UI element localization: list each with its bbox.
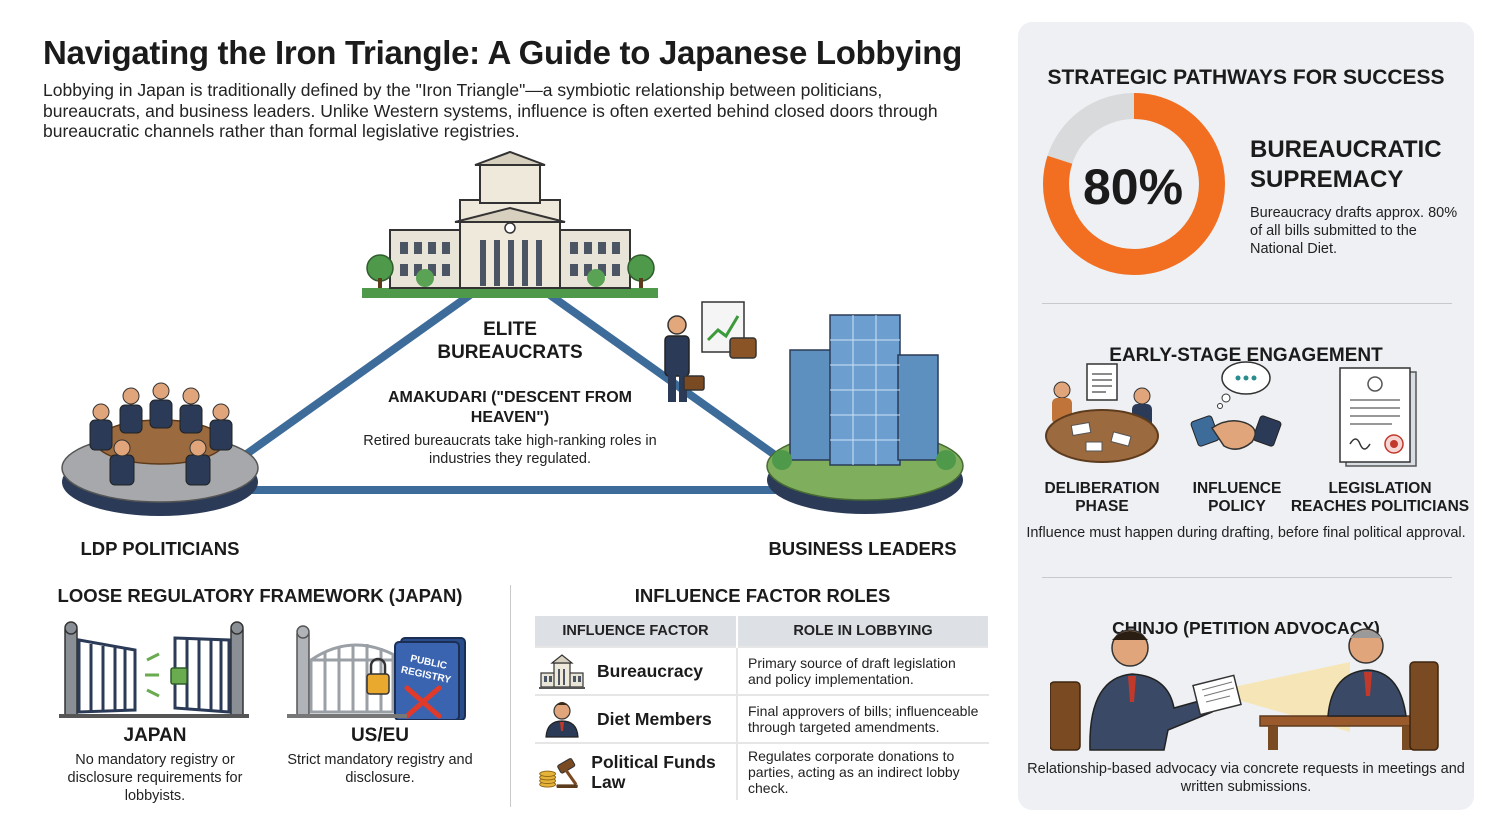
factor-name: Bureaucracy <box>597 661 704 681</box>
iron-triangle-diagram: ELITE BUREAUCRATS AMAKUDARI ("DESCENT FR… <box>40 150 990 570</box>
useu-description: Strict mandatory registry and disclosure… <box>287 752 473 786</box>
factor-role: Final approvers of bills; influenceable … <box>737 694 989 743</box>
bureaucrat-walking-icon <box>664 301 757 402</box>
chinjo-description: Relationship-based advocacy via concrete… <box>1027 761 1465 795</box>
public-registry-book-icon: PUBLIC REGISTRY <box>394 637 466 721</box>
legislation-document-icon <box>1339 367 1417 467</box>
amakudari-description: Retired bureaucrats take high-ranking ro… <box>363 433 657 467</box>
table-row: Bureaucracy Primary source of draft legi… <box>535 646 989 695</box>
japan-gate-block: JAPAN No mandatory registry or disclosur… <box>55 620 255 805</box>
phase-legislation: LEGISLATION REACHES POLITICIANS <box>1290 480 1470 515</box>
deliberation-table-icon <box>1045 363 1159 463</box>
column-header-factor: INFLUENCE FACTOR <box>535 616 738 647</box>
triangle-svg <box>61 150 964 516</box>
handshake-icon <box>1190 361 1282 450</box>
section-divider <box>510 585 511 807</box>
chinjo-petition-illustration <box>1050 628 1439 751</box>
factor-name: Political Funds Law <box>591 752 716 792</box>
gavel-coins-icon <box>539 758 578 788</box>
framework-heading: LOOSE REGULATORY FRAMEWORK (JAPAN) <box>57 585 463 606</box>
useu-gate-block: PUBLIC REGISTRY US/EU Strict mandatory r… <box>285 620 475 787</box>
open-gate-icon <box>59 621 249 718</box>
column-header-role: ROLE IN LOBBYING <box>737 616 990 647</box>
factor-role: Primary source of draft legislation and … <box>737 646 989 695</box>
stat-title: BUREAUCRATIC SUPREMACY <box>1250 136 1442 193</box>
label-amakudari: AMAKUDARI ("DESCENT FROM HEAVEN") <box>387 389 632 426</box>
government-building-icon <box>362 150 658 298</box>
useu-title: US/EU <box>350 725 410 746</box>
factor-name: Diet Members <box>597 709 712 729</box>
factor-role: Regulates corporate donations to parties… <box>737 742 989 800</box>
panel-heading: STRATEGIC PATHWAYS FOR SUCCESS <box>1047 66 1445 89</box>
panel-divider-1 <box>1042 303 1452 304</box>
table-row: Political Funds Law Regulates corporate … <box>535 742 989 800</box>
triangle-edge-left <box>206 291 474 484</box>
table-row: Diet Members Final approvers of bills; i… <box>535 694 989 743</box>
chinjo-heading: CHINJO (PETITION ADVOCACY) <box>1112 618 1380 638</box>
table-header-row: INFLUENCE FACTOR ROLE IN LOBBYING <box>535 616 990 647</box>
stat-value: 80% <box>1082 159 1184 215</box>
early-stage-heading: EARLY-STAGE ENGAGEMENT <box>1109 345 1383 366</box>
stat-description: Bureaucracy drafts approx. 80% of all bi… <box>1250 205 1458 257</box>
intro-text: Lobbying in Japan is traditionally defin… <box>43 80 938 141</box>
early-stage-description: Influence must happen during drafting, b… <box>1026 525 1466 541</box>
page-title: Navigating the Iron Triangle: A Guide to… <box>43 34 962 71</box>
label-elite-bureaucrats: ELITE BUREAUCRATS <box>437 319 583 363</box>
government-building-icon <box>539 654 585 689</box>
label-business-leaders: BUSINESS LEADERS <box>768 538 957 559</box>
influence-factor-table: INFLUENCE FACTOR ROLE IN LOBBYING Bureau… <box>535 616 990 800</box>
japan-description: No mandatory registry or disclosure requ… <box>67 752 243 804</box>
ldp-roundtable-icon <box>61 382 259 516</box>
table-heading: INFLUENCE FACTOR ROLES <box>634 585 891 606</box>
politician-icon <box>545 702 579 738</box>
phase-deliberation: DELIBERATION PHASE <box>1044 480 1160 515</box>
donut-value-arc <box>1043 93 1225 275</box>
locked-gate-icon: PUBLIC REGISTRY <box>287 625 466 721</box>
business-towers-icon <box>766 314 964 514</box>
phase-influence-policy: INFLUENCE POLICY <box>1192 480 1282 515</box>
panel-divider-2 <box>1042 577 1452 578</box>
label-ldp-politicians: LDP POLITICIANS <box>80 538 240 559</box>
japan-title: JAPAN <box>123 725 187 746</box>
donut-chart <box>1043 93 1225 275</box>
